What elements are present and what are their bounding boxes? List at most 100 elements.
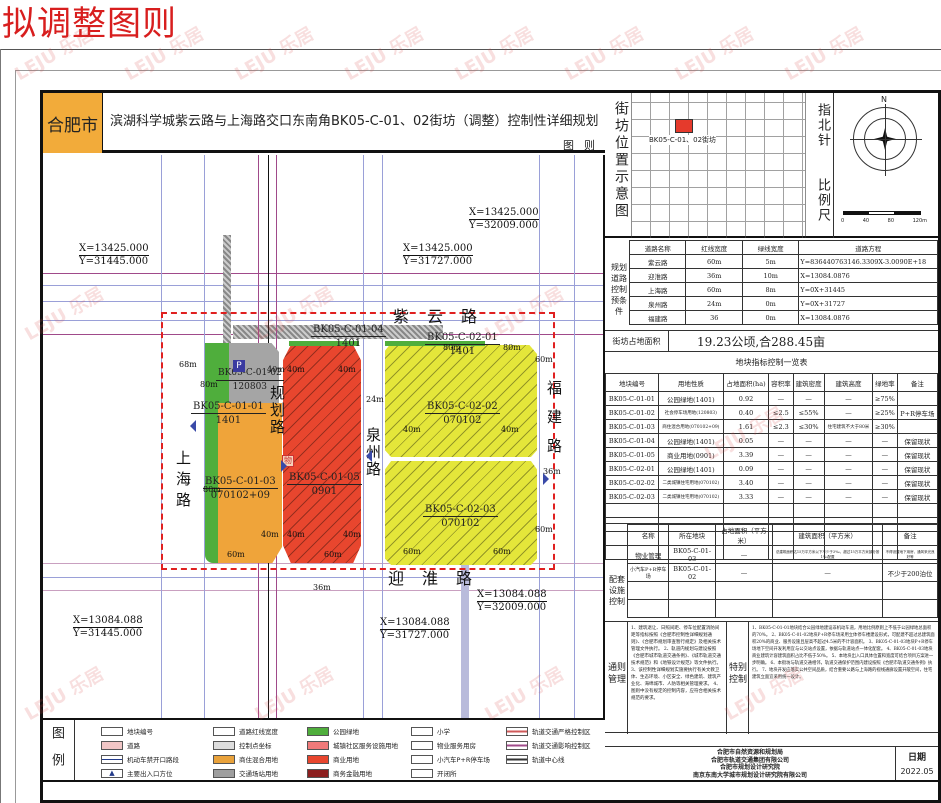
- north-arrow-label: 指北针: [815, 103, 830, 148]
- footer-section: 合肥市自然资源和规划局 合肥市轨道交通集团有限公司 合肥市规划设计研究院 南京东…: [605, 746, 938, 782]
- plot-use: 1401: [335, 338, 362, 349]
- road-conditions-label: 规划道路控制预条件: [611, 263, 627, 316]
- page-banner-title: 拟调整图则: [2, 4, 177, 44]
- location-block-label: BK05-C-01、02街坊: [649, 135, 717, 145]
- cell: 住宅建筑不大于80米: [823, 419, 874, 434]
- block-area-row: 街坊占地面积 19.23公顷,合288.45亩: [605, 330, 938, 352]
- col-header: 道路名称: [628, 240, 687, 255]
- legend-label: 商住混合用地: [239, 756, 278, 764]
- cell: 3.33: [722, 489, 770, 504]
- org-list: 合肥市自然资源和规划局 合肥市轨道交通集团有限公司 合肥市规划设计研究院 南京东…: [605, 749, 895, 779]
- cell: —: [792, 391, 825, 406]
- road-label-planned: 规划路: [268, 385, 286, 436]
- location-map-label: 街坊位置示意图: [613, 101, 629, 220]
- management-section: 通则管理 1、建筑退让、日照间距、停车位配置消防间距等指标按照《合肥市控制性详细…: [605, 621, 938, 734]
- road-label-south: 迎淮路: [388, 569, 491, 588]
- lane-line: [43, 301, 603, 302]
- parking-swatch: [411, 754, 433, 764]
- plot-bk05-c-01-03[interactable]: [218, 403, 282, 563]
- legend-label: 城镇社区服务设施用地: [333, 742, 398, 750]
- dim-label: 36m: [543, 467, 561, 476]
- cell: —: [823, 433, 874, 448]
- cell: —: [823, 447, 874, 462]
- bottom-strip: [43, 780, 938, 800]
- dim-label: 60m: [227, 550, 245, 559]
- cell: —: [792, 475, 825, 490]
- cell: ≤55%: [792, 405, 825, 420]
- dim-label: 80m: [200, 380, 218, 389]
- legend-label: 小学: [437, 728, 450, 736]
- cell: 公园绿地(1401): [657, 461, 724, 476]
- plot-bk05-c-01-04[interactable]: [289, 341, 359, 346]
- col-header: 地块编号: [605, 373, 659, 392]
- cell: 保留现状: [896, 447, 939, 462]
- park-swatch: [307, 726, 329, 736]
- cell: —: [768, 489, 794, 504]
- legend-item: 道路: [101, 740, 140, 750]
- plot-use: 1401: [449, 346, 476, 357]
- entrance-arrow-icon: [366, 450, 372, 462]
- entrance-arrow-icon: [281, 460, 287, 472]
- dim-label: 40m: [287, 365, 305, 374]
- legend-item: 交通场站用地: [213, 768, 278, 778]
- entrance-arrow-icon: [190, 420, 196, 432]
- dim-label: 40m: [403, 425, 421, 434]
- legend-label: 道路红线宽度: [239, 728, 278, 736]
- scale-bar: [843, 211, 921, 215]
- legend-item: 商业用地: [307, 754, 359, 764]
- road-label-west: 上海路: [174, 450, 192, 513]
- dim-label: 60m: [493, 547, 511, 556]
- rail-structure-h: [233, 325, 443, 339]
- legend: 图例 地块编号 道路 机动车禁开口路段 ▲主要出入口方位 道路红线宽度 控制点坐…: [43, 718, 605, 780]
- plot-bk05-c-02-03[interactable]: [385, 461, 537, 565]
- cell: BK05-C-01-02: [668, 563, 716, 582]
- cell: 二类城镇住宅用地(070102): [657, 475, 724, 490]
- indicator-table: 地块编号用地性质占地面积(ha)容积率建筑密度建筑高度绿地率备注 BK05-C-…: [605, 373, 939, 560]
- entrance-swatch: ▲: [101, 768, 123, 778]
- cell: [896, 419, 939, 434]
- dim-label: 60m: [403, 547, 421, 556]
- cell: 0.09: [722, 461, 770, 476]
- cell: 0m: [741, 296, 800, 311]
- legend-item: 开闭所: [411, 768, 457, 778]
- coord-x: X=13084.088: [73, 615, 143, 628]
- plot-bk05-c-02-02[interactable]: [385, 345, 537, 457]
- cell: 不少于200泊位: [882, 563, 938, 582]
- plan-subtitle: 图则: [563, 139, 605, 152]
- cell: —: [872, 489, 898, 504]
- dim-label: 80m: [503, 343, 521, 352]
- legend-label: 商务金融用地: [333, 770, 372, 778]
- coord-x: X=13425.000: [79, 243, 149, 256]
- scale-bar-label: 比例尺: [815, 178, 830, 223]
- special-ctrl-text: 1、BK05-C-01-01地块结合公园绿地建设非机动车道，用地比例原则上不低于…: [748, 622, 938, 734]
- cell: 0.40: [722, 405, 770, 420]
- plot-bk05-c-01-02[interactable]: [229, 343, 279, 403]
- cell: —: [768, 461, 794, 476]
- plot-code: BK05-C-02-01: [425, 332, 500, 345]
- plot-bk05-c-01-05[interactable]: [283, 345, 361, 563]
- plot-bk05-c-02-01[interactable]: [385, 341, 485, 346]
- legend-item: 控制点坐标: [213, 740, 272, 750]
- legend-item: 道路红线宽度: [213, 726, 278, 736]
- coord-y: Y=31445.000: [79, 256, 149, 267]
- drawing-frame: [40, 90, 941, 803]
- legend-item: 轨道交通影响控制区: [506, 740, 591, 750]
- cell: 小汽车P+R停车场: [626, 563, 670, 582]
- legend-item: 轨道交通严格控制区: [506, 726, 591, 736]
- cell: ≥30%: [872, 419, 898, 434]
- dim-label: 60m: [324, 550, 342, 559]
- cell: BK05-C-02-03: [605, 489, 659, 504]
- title-box: [103, 93, 605, 153]
- cell: —: [768, 447, 794, 462]
